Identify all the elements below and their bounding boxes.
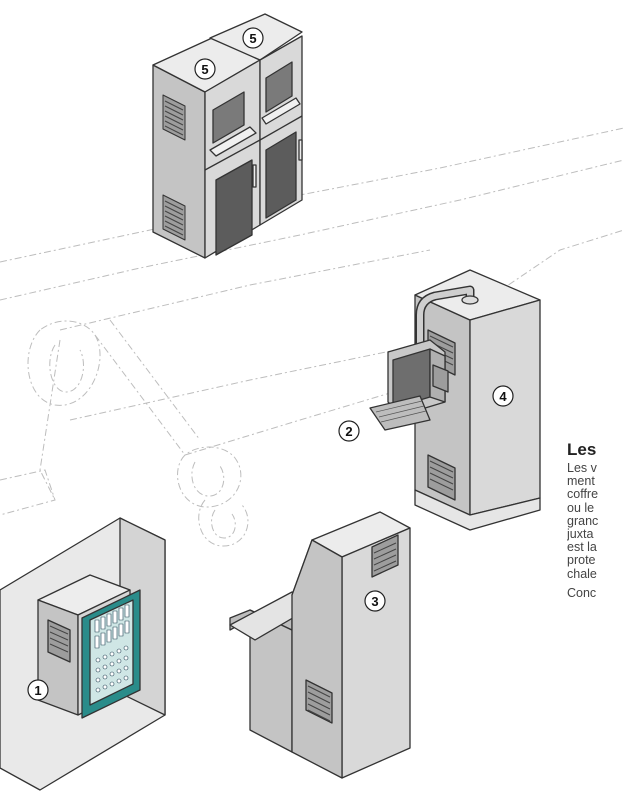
callout-5-left-label: 5 bbox=[201, 62, 208, 77]
callout-1-label: 1 bbox=[34, 683, 41, 698]
callout-5-left: 5 bbox=[195, 59, 215, 79]
paragraph-line: prote bbox=[567, 554, 624, 567]
paragraph-line: Conc bbox=[567, 587, 624, 600]
callout-5-right: 5 bbox=[243, 28, 263, 48]
callout-5-right-label: 5 bbox=[249, 31, 256, 46]
wall-cabinet-1 bbox=[0, 518, 165, 790]
callout-3: 3 bbox=[365, 591, 385, 611]
callout-3-label: 3 bbox=[371, 594, 378, 609]
paragraph-2: Concmiseambiratur bbox=[567, 587, 624, 600]
callout-2-label: 2 bbox=[345, 424, 352, 439]
callout-1: 1 bbox=[28, 680, 48, 700]
callout-4: 4 bbox=[493, 386, 513, 406]
section-heading: Les bbox=[567, 440, 624, 460]
cabinet-pair-5 bbox=[153, 14, 302, 258]
paragraph-line: ou le bbox=[567, 502, 624, 515]
paragraph-line: coffre bbox=[567, 488, 624, 501]
callout-2: 2 bbox=[339, 421, 359, 441]
cabinet-3-console bbox=[230, 512, 410, 778]
callout-4-label: 4 bbox=[499, 389, 507, 404]
cabinet-4-with-terminal bbox=[370, 270, 540, 530]
paragraph-line: chale bbox=[567, 568, 624, 581]
